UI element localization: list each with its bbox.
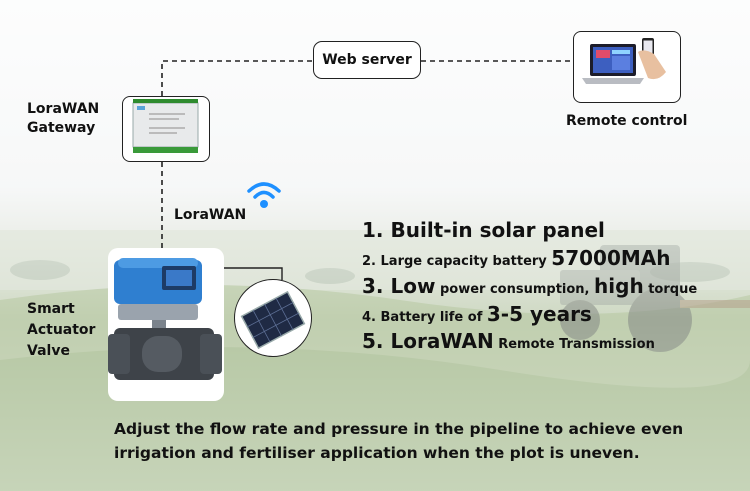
feature-text: Remote Transmission	[493, 337, 655, 352]
line-valve-solar	[204, 267, 283, 280]
feature-text: torque	[643, 282, 698, 297]
feature-item: 5. LoraWAN Remote Transmission	[362, 329, 655, 353]
remote-control-label: Remote control	[566, 113, 688, 129]
wifi-icon	[247, 182, 281, 208]
feature-item: 2. Large capacity battery 57000MAh	[362, 246, 671, 270]
valve-device-image	[108, 258, 222, 380]
lorawan-label: LoraWAN	[174, 207, 247, 223]
feature-item: 3. Low power consumption, high torque	[362, 274, 697, 298]
feature-text: 3-5 years	[486, 302, 592, 326]
line-gateway-webserver	[161, 60, 314, 96]
laptop-phone-icon	[582, 38, 666, 84]
feature-text: 2. Large capacity battery	[362, 254, 552, 269]
feature-text: power consumption,	[435, 282, 595, 297]
feature-text: 57000MAh	[551, 246, 671, 270]
feature-text: 1. Built-in solar panel	[362, 218, 605, 242]
feature-text: high	[594, 274, 644, 298]
solar-panel-badge	[234, 279, 312, 357]
valve-label: Smart Actuator Valve	[27, 301, 96, 359]
gateway-device-icon	[132, 99, 199, 153]
bottom-description: Adjust the flow rate and pressure in the…	[114, 420, 684, 462]
feature-text: 4. Battery life of	[362, 310, 487, 325]
valve-box	[108, 248, 224, 401]
feature-item: 1. Built-in solar panel	[362, 218, 605, 242]
feature-text: 5. LoraWAN	[362, 329, 494, 353]
remote-control-box	[573, 31, 681, 103]
gateway-box	[122, 96, 210, 162]
solar-panel-icon	[240, 290, 306, 350]
feature-item: 4. Battery life of 3-5 years	[362, 302, 592, 326]
gateway-label: LoraWAN Gateway	[27, 101, 100, 136]
web-server-box: Web server	[313, 41, 421, 79]
feature-text: 3. Low	[362, 274, 436, 298]
web-server-label: Web server	[322, 52, 412, 68]
